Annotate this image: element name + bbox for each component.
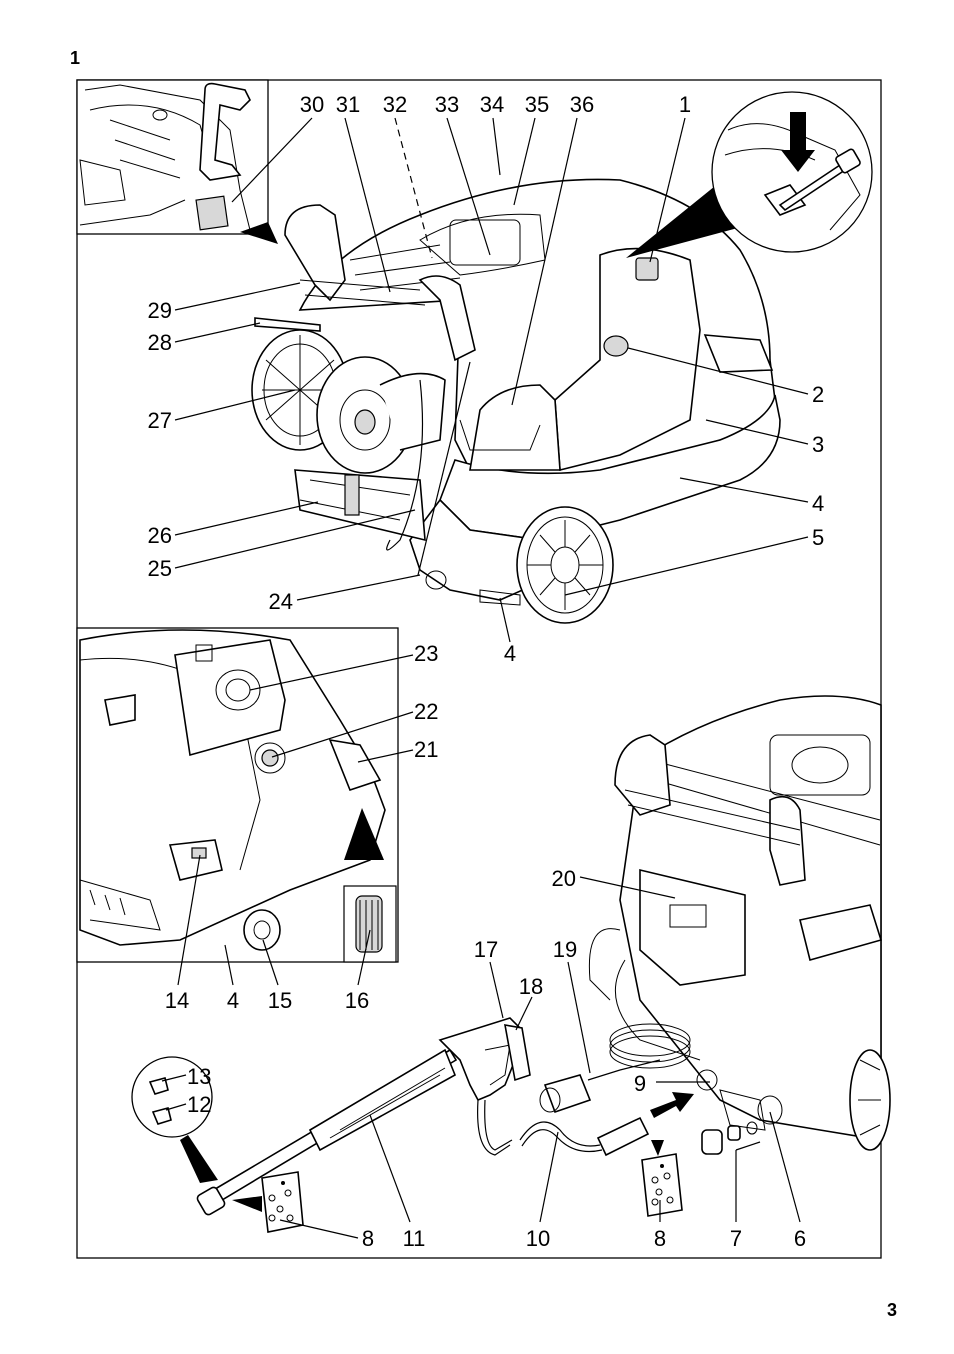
callout-27: 27 [148,408,172,433]
rear-machine-view [588,695,891,1151]
inset-circle-detail [626,91,873,258]
callout-36: 36 [570,92,594,117]
accessories [131,1017,758,1233]
callout-9: 9 [634,1071,646,1096]
callout-20: 20 [552,866,576,891]
callout-4-inset: 4 [227,988,239,1013]
callout-6: 6 [794,1226,806,1251]
callout-2: 2 [812,382,824,407]
callout-34: 34 [480,92,504,117]
callout-8-left: 8 [362,1226,374,1251]
callout-15: 15 [268,988,292,1013]
callout-7: 7 [730,1226,742,1251]
callout-28: 28 [148,330,172,355]
page-number: 3 [887,1300,898,1320]
callout-13: 13 [187,1064,211,1089]
callout-19: 19 [553,937,577,962]
callout-30: 30 [300,92,324,117]
callout-21: 21 [414,737,438,762]
callout-24: 24 [269,589,293,614]
callout-8-right: 8 [654,1226,666,1251]
callout-11: 11 [403,1226,426,1251]
callout-26: 26 [148,523,172,548]
main-machine-view [251,178,781,624]
callout-10: 10 [526,1226,550,1251]
callout-16: 16 [345,988,369,1013]
callout-31: 31 [336,92,360,117]
callout-labels: 30 31 32 33 34 35 36 1 29 28 27 2 3 4 5 … [148,92,825,1251]
callout-35: 35 [525,92,549,117]
callout-22: 22 [414,699,438,724]
inset-front-view [76,627,399,963]
callout-25: 25 [148,556,172,581]
callout-33: 33 [435,92,459,117]
callout-3: 3 [812,432,824,457]
callout-18: 18 [519,974,543,999]
callout-17: 17 [474,937,498,962]
figure-number: 1 [70,48,81,68]
callout-29: 29 [148,298,172,323]
leader-lines [161,117,809,1239]
callout-32: 32 [383,92,407,117]
callout-5: 5 [812,525,824,550]
callout-4-main: 4 [812,491,824,516]
callout-4-wheel: 4 [504,641,516,666]
callout-12: 12 [187,1092,211,1117]
callout-14: 14 [165,988,189,1013]
callout-1: 1 [679,92,691,117]
inset-type-plate [76,79,278,244]
callout-23: 23 [414,641,438,666]
